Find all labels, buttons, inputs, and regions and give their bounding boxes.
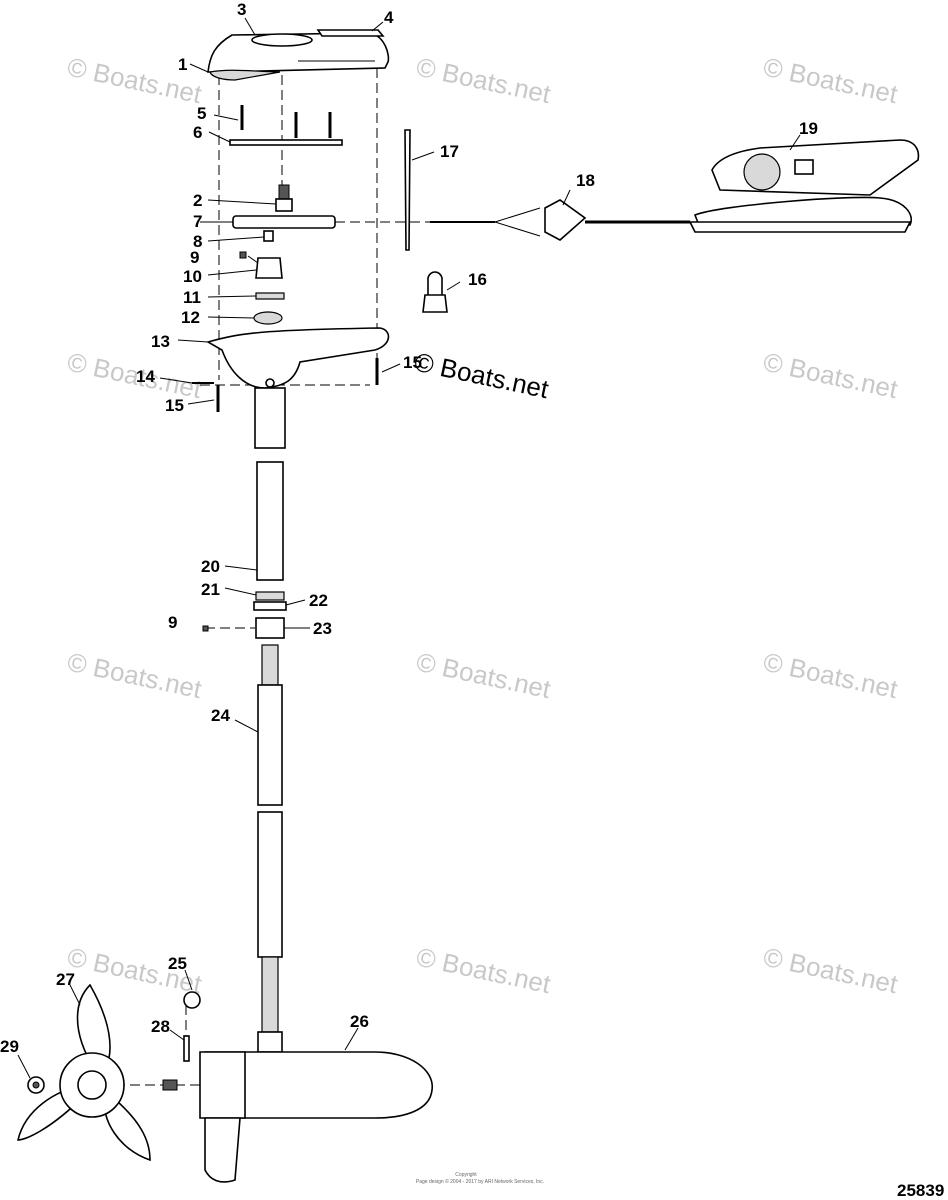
gasket bbox=[229, 139, 343, 146]
callout-15: 15 bbox=[403, 353, 422, 372]
callout-3: 3 bbox=[237, 0, 246, 19]
watermark: © Boats.net bbox=[761, 347, 901, 405]
cap bbox=[422, 271, 448, 313]
callout-25: 25 bbox=[168, 954, 187, 973]
watermark: © Boats.net bbox=[761, 52, 901, 110]
callout-28: 28 bbox=[151, 1017, 170, 1036]
callout-13: 13 bbox=[151, 332, 170, 351]
footer-page-design: Page design © 2004 - 2017 by ARI Network… bbox=[416, 1178, 544, 1185]
callout-26: 26 bbox=[350, 1012, 369, 1031]
foot-cable bbox=[430, 199, 690, 241]
callout-16: 16 bbox=[468, 270, 487, 289]
propeller-assembly bbox=[16, 983, 201, 1162]
watermark: © Boats.net bbox=[761, 647, 901, 705]
watermark: © Boats.net bbox=[414, 52, 554, 110]
callout-1: 1 bbox=[178, 55, 187, 74]
callout-9: 9 bbox=[190, 248, 199, 267]
callout-20: 20 bbox=[201, 557, 220, 576]
watermark: © Boats.net bbox=[414, 942, 554, 1000]
callouts: 1 2 3 4 5 6 7 8 9 10 11 12 13 14 15 15 1… bbox=[0, 0, 818, 1056]
callout-2: 2 bbox=[193, 191, 202, 210]
watermarks: © Boats.net © Boats.net © Boats.net © Bo… bbox=[65, 52, 901, 1000]
callout-14: 14 bbox=[136, 367, 155, 386]
diagram-number: 25839 bbox=[897, 1181, 944, 1200]
callout-22: 22 bbox=[309, 591, 328, 610]
callout-8: 8 bbox=[193, 232, 202, 251]
screws bbox=[216, 105, 379, 412]
upper-shaft bbox=[202, 461, 287, 639]
switch-stack bbox=[232, 184, 336, 325]
callout-24: 24 bbox=[211, 706, 230, 725]
callout-23: 23 bbox=[313, 619, 332, 638]
cable-tie bbox=[404, 129, 411, 251]
callout-6: 6 bbox=[193, 123, 202, 142]
callout-27: 27 bbox=[56, 970, 75, 989]
callout-4: 4 bbox=[384, 8, 394, 27]
callout-15: 15 bbox=[165, 396, 184, 415]
leader-lines bbox=[17, 17, 801, 1079]
watermark: © Boats.net bbox=[414, 647, 554, 705]
callout-29: 29 bbox=[0, 1037, 19, 1056]
watermark-center: © Boats.net bbox=[412, 347, 552, 405]
callout-10: 10 bbox=[183, 267, 202, 286]
callout-5: 5 bbox=[197, 104, 206, 123]
watermark: © Boats.net bbox=[761, 942, 901, 1000]
motor-head bbox=[205, 327, 390, 449]
callout-21: 21 bbox=[201, 580, 220, 599]
callout-9: 9 bbox=[168, 613, 177, 632]
callout-18: 18 bbox=[576, 171, 595, 190]
callout-19: 19 bbox=[799, 119, 818, 138]
callout-12: 12 bbox=[181, 308, 200, 327]
foot-pedal bbox=[688, 139, 920, 233]
footer-copyright: Copyright bbox=[455, 1172, 477, 1178]
watermark: © Boats.net bbox=[65, 347, 205, 405]
callout-11: 11 bbox=[183, 288, 201, 307]
watermark: © Boats.net bbox=[65, 647, 205, 705]
lower-unit-motor bbox=[199, 1031, 433, 1183]
callout-7: 7 bbox=[193, 212, 202, 231]
top-cover bbox=[207, 29, 390, 81]
callout-17: 17 bbox=[440, 142, 459, 161]
lower-shaft bbox=[257, 644, 283, 1033]
